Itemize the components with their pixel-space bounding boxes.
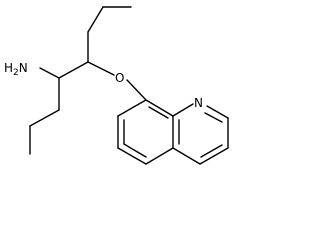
amine-label: H2N — [4, 61, 28, 78]
bond-c3-c4-inner — [200, 144, 223, 158]
bond-c4-c4a — [172, 147, 201, 165]
aliphatic-chain — [29, 6, 132, 155]
bond-c5-c6-inner — [123, 143, 147, 158]
bond-c3-c4 — [199, 147, 229, 165]
oxygen-label: O — [115, 71, 124, 85]
bond-c8a-n1 — [172, 103, 194, 117]
bond-c4a-c5 — [145, 147, 174, 165]
bond-ch-o — [87, 61, 115, 76]
bond-n1-c2 — [206, 105, 229, 119]
bond-ch-nh2 — [39, 67, 60, 79]
bond-c8-c8a-inner — [148, 106, 169, 119]
bond-o-ring — [126, 79, 147, 101]
bond-c5-c6 — [117, 147, 147, 165]
ether-linkage — [126, 79, 147, 101]
quinoline-ring — [117, 99, 229, 165]
bond-n1-c2-inner — [204, 112, 223, 123]
bond-c7-c8 — [117, 99, 147, 117]
bond-ethyl-ch3 — [87, 6, 104, 33]
chemical-structure-diagram: H2N O N — [4, 6, 229, 165]
bond-propyl-2 — [29, 109, 60, 127]
bond-ch-ch — [58, 61, 89, 79]
nitrogen-label: N — [194, 96, 203, 110]
bond-c8-c8a — [145, 99, 174, 117]
